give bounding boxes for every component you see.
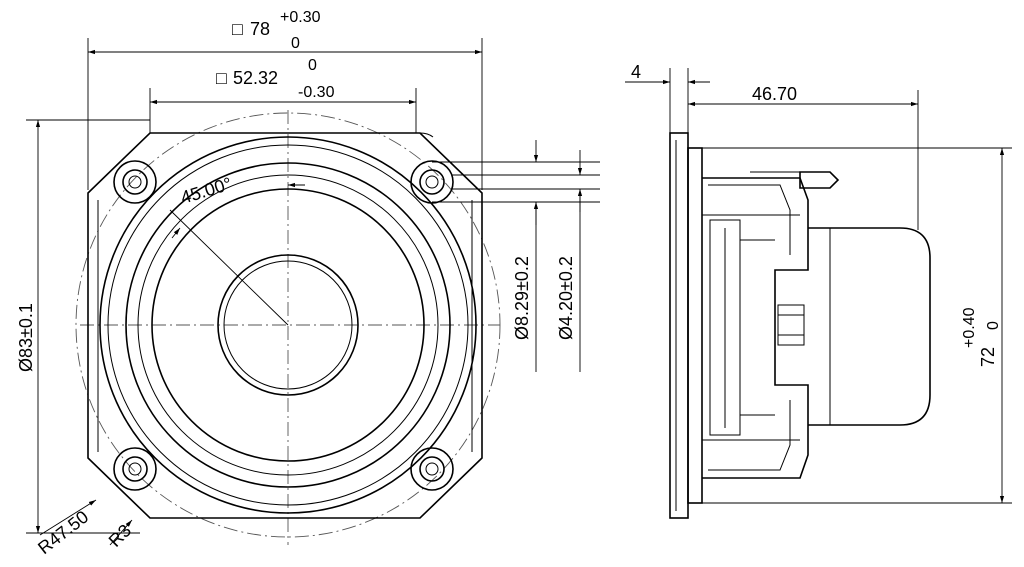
inner-square-tol-upper: 0 xyxy=(308,57,317,74)
frame-ring-inner xyxy=(107,144,469,506)
side-frame-lip xyxy=(687,147,703,504)
side-dimensions: 4 46.70 72 +0.40 0 xyxy=(625,62,1012,504)
surround-outer xyxy=(125,162,451,488)
dust-cap-inner xyxy=(223,260,353,390)
side-magnet xyxy=(808,227,931,426)
side-view xyxy=(669,132,931,519)
mounting-hole-bottom-right xyxy=(410,447,454,491)
front-view xyxy=(75,110,501,545)
side-basket xyxy=(702,177,809,479)
outer-square-value: 78 xyxy=(250,19,270,39)
side-terminal xyxy=(799,171,840,189)
flange-inner-edge xyxy=(150,132,434,138)
mounting-hole-bottom-left xyxy=(113,447,157,491)
flange-thickness-label: 4 xyxy=(631,62,641,82)
cone-edge xyxy=(151,188,425,462)
radius-arrow xyxy=(171,227,181,239)
mounting-hole-top-left xyxy=(113,160,157,204)
outer-square-tol-lower: 0 xyxy=(291,35,300,52)
angle-line xyxy=(169,209,289,326)
radius-large-leader xyxy=(39,499,97,536)
radius-large-label: R47.50 xyxy=(34,507,92,558)
outer-square-tol-upper: +0.30 xyxy=(280,9,321,26)
depth-label: 46.70 xyxy=(752,84,797,104)
mounting-hole-top-right xyxy=(410,160,454,204)
radius-corner-leader xyxy=(109,519,133,546)
hole-outer-label: Ø8.29±0.2 xyxy=(512,256,532,340)
side-flange xyxy=(669,132,689,519)
height-value: 72 xyxy=(978,347,998,367)
radius-corner-label: R3 xyxy=(105,520,135,550)
inner-square-tol-lower: -0.30 xyxy=(298,84,335,101)
height-tol-lower: 0 xyxy=(985,321,1002,330)
angle-label: 45.00° xyxy=(178,173,234,207)
frame-ring xyxy=(99,136,477,514)
dust-cap xyxy=(217,254,359,396)
outer-square-symbol: □ xyxy=(232,19,243,39)
front-dimensions: □ 78 +0.30 0 □ 52.32 0 -0.30 45.00° Ø83±… xyxy=(16,9,600,558)
surround-inner xyxy=(137,174,439,476)
hole-inner-label: Ø4.20±0.2 xyxy=(556,256,576,340)
height-tol-upper: +0.40 xyxy=(961,307,978,348)
inner-square-symbol: □ xyxy=(216,68,227,88)
side-center-pins xyxy=(777,304,805,346)
inner-square-value: 52.32 xyxy=(233,68,278,88)
side-cone-profile xyxy=(709,219,741,436)
diameter-label: Ø83±0.1 xyxy=(16,303,36,372)
flange-outline xyxy=(87,132,483,519)
